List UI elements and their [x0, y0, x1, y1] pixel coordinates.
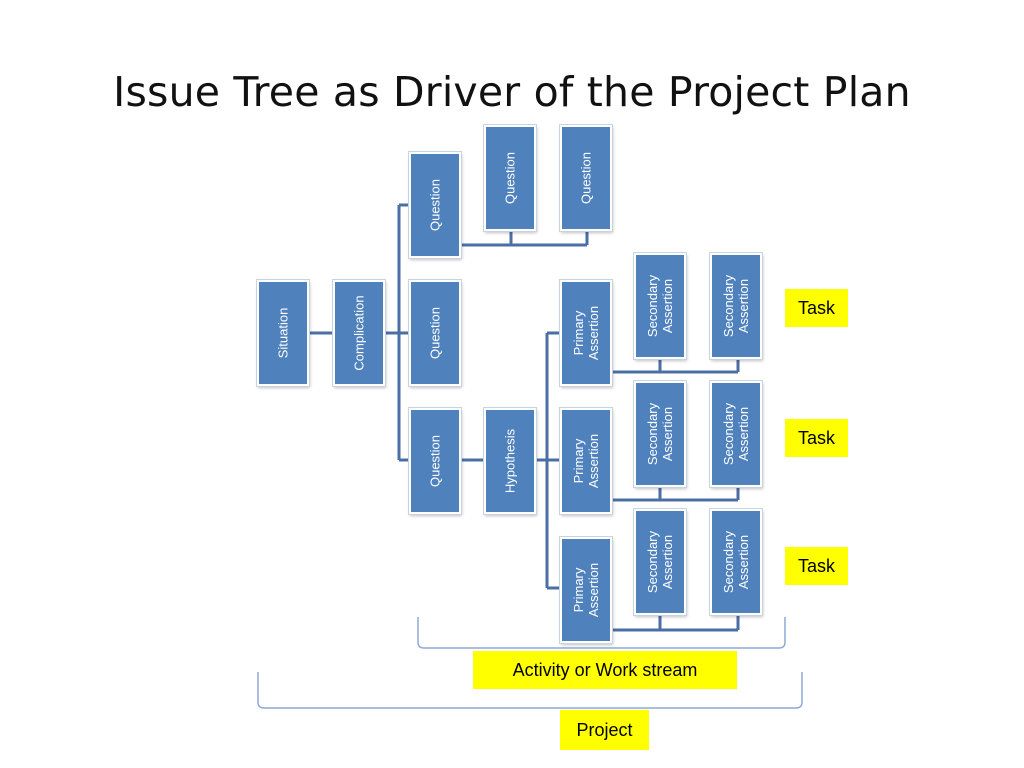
secondary-assertion-node-2a: Secondary Assertion [634, 381, 686, 487]
situation-label: Situation [275, 307, 291, 359]
question-node-top: Question [409, 152, 461, 258]
secondary-assertion-node-1b: Secondary Assertion [710, 253, 762, 359]
secondary-assertion-label: Secondary Assertion [645, 274, 675, 338]
secondary-assertion-node-1a: Secondary Assertion [634, 253, 686, 359]
secondary-assertion-node-3a: Secondary Assertion [634, 509, 686, 615]
hypothesis-node: Hypothesis [484, 408, 536, 514]
question-label: Question [578, 151, 594, 205]
situation-node: Situation [257, 280, 309, 386]
project-label: Project [560, 710, 649, 750]
secondary-assertion-label: Secondary Assertion [645, 530, 675, 594]
sub-question-node-2: Question [560, 125, 612, 231]
secondary-assertion-label: Secondary Assertion [645, 402, 675, 466]
primary-assertion-node-1: Primary Assertion [560, 280, 612, 386]
sub-question-node-1: Question [484, 125, 536, 231]
primary-assertion-node-2: Primary Assertion [560, 408, 612, 514]
complication-node: Complication [333, 280, 385, 386]
primary-assertion-node-3: Primary Assertion [560, 537, 612, 643]
project-bracket [257, 672, 803, 709]
primary-assertion-label: Primary Assertion [571, 305, 601, 361]
primary-assertion-label: Primary Assertion [571, 433, 601, 489]
primary-assertion-label: Primary Assertion [571, 562, 601, 618]
question-label: Question [427, 178, 443, 232]
task-label-2: Task [785, 419, 848, 457]
question-node-middle: Question [409, 280, 461, 386]
question-label: Question [427, 306, 443, 360]
task-label-1: Task [785, 289, 848, 327]
activity-label: Activity or Work stream [473, 651, 737, 689]
complication-label: Complication [351, 295, 367, 371]
question-label: Question [502, 151, 518, 205]
secondary-assertion-label: Secondary Assertion [721, 274, 751, 338]
slide-title: Issue Tree as Driver of the Project Plan [113, 68, 911, 116]
secondary-assertion-label: Secondary Assertion [721, 402, 751, 466]
secondary-assertion-node-2b: Secondary Assertion [710, 381, 762, 487]
hypothesis-label: Hypothesis [502, 428, 518, 494]
secondary-assertion-node-3b: Secondary Assertion [710, 509, 762, 615]
question-label: Question [427, 434, 443, 488]
activity-bracket [417, 617, 786, 649]
question-node-bottom: Question [409, 408, 461, 514]
secondary-assertion-label: Secondary Assertion [721, 530, 751, 594]
task-label-3: Task [785, 547, 848, 585]
